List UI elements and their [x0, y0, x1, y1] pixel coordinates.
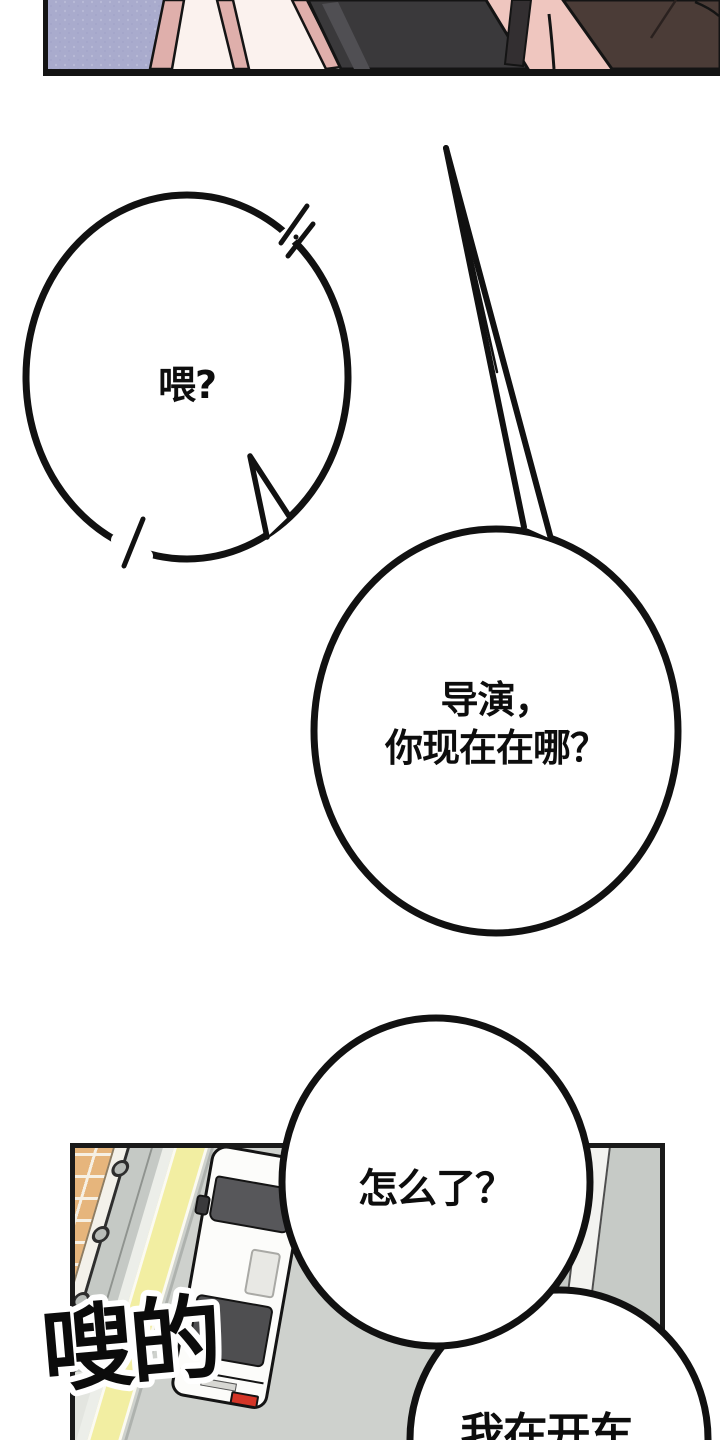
panel-border-left	[43, 0, 48, 76]
bubble-text-driving: 我在开车...	[460, 1409, 680, 1440]
side-mirror-right	[290, 1211, 308, 1234]
jacket-strap	[503, 0, 533, 68]
wall-texture	[48, 0, 168, 69]
phone-slash-dot	[293, 234, 299, 240]
bubble-text-hello: 喂?	[157, 363, 217, 407]
hair-strand-line	[649, 0, 678, 39]
crosswalk-zone	[523, 1148, 660, 1440]
trunk-handle	[200, 1377, 238, 1392]
bubble-text-director-line1: 导演，	[440, 678, 552, 722]
phone-slash-mark	[285, 221, 316, 259]
hair-strand-line	[694, 0, 720, 17]
rear-window	[186, 1293, 274, 1369]
bubble-notch-edge	[247, 453, 292, 540]
windshield	[207, 1174, 297, 1235]
bubble-text-director-line2: 你现在在哪？	[384, 726, 608, 770]
bubble-notch-fill	[250, 456, 289, 537]
phone-slash-mark	[121, 516, 146, 569]
top-panel	[43, 0, 720, 76]
border-gap	[111, 533, 153, 563]
bubble-tail-inner-line	[448, 160, 499, 374]
neck-contour-line	[547, 13, 556, 70]
bubble-text-director: 导演， 你现在在哪？	[356, 676, 636, 772]
taillight	[229, 1390, 260, 1409]
jacket-highlight	[322, 2, 370, 69]
bubble-tail-edge	[443, 145, 527, 530]
hair	[561, 0, 720, 71]
bubble-tail-edge	[443, 145, 554, 542]
bubble-tail-long	[446, 148, 551, 539]
panel-border-bottom	[43, 69, 720, 76]
phone-slash-mark	[278, 203, 310, 246]
border-gap	[260, 204, 324, 262]
guardrail-post	[75, 1292, 93, 1309]
roof-panel	[243, 1248, 282, 1299]
bubble-tail-fill	[446, 148, 551, 539]
bubble-text-what: 怎么了？	[358, 1166, 515, 1212]
